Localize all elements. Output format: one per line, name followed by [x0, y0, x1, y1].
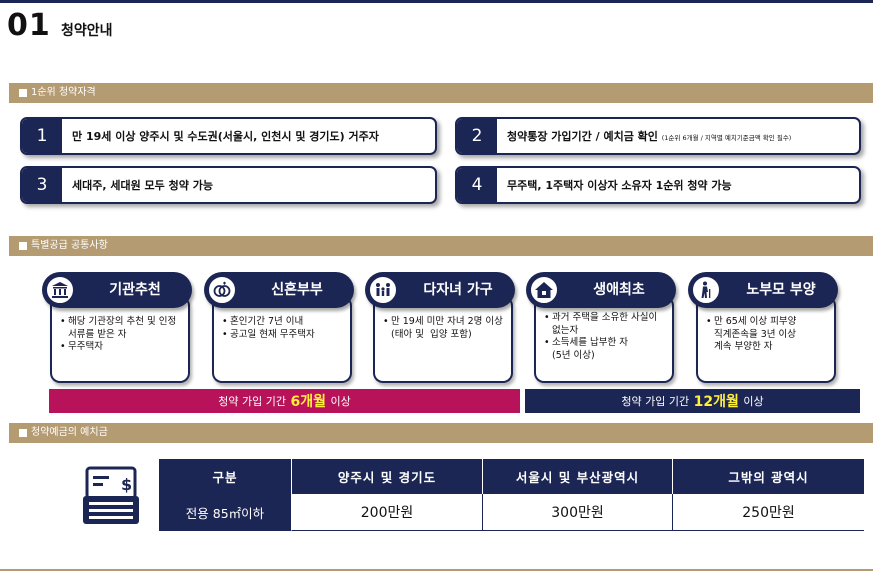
- section-title: 청약예금의 예치금: [31, 427, 108, 438]
- qualification-number: 2: [457, 119, 497, 153]
- table-cell: 전용 85㎡이하: [159, 494, 292, 531]
- special-card-multichild: •만 19세 미만 자녀 2명 이상 (태아 및 입양 포함) 다자녀 가구: [365, 272, 515, 385]
- card-body: •만 19세 미만 자녀 2명 이상 (태아 및 입양 포함): [373, 296, 513, 383]
- table-cell: 250만원: [673, 494, 864, 531]
- table-header-row: 구분 양주시 및 경기도 서울시 및 부산광역시 그밖의 광역시: [159, 459, 864, 494]
- section-bar-deposit: 청약예금의 예치금: [9, 423, 873, 443]
- institution-icon: [44, 274, 76, 306]
- period-band-6-months: 청약 가입 기간 6개월 이상: [49, 389, 520, 413]
- square-bullet-icon: [19, 242, 27, 250]
- qualification-text: 무주택, 1주택자 이상자 소유자 1순위 청약 가능: [507, 179, 732, 192]
- special-card-institution: •해당 기관장의 추천 및 인정 서류를 받은 자 •무주택자 기관추천: [42, 272, 192, 385]
- table-row: 전용 85㎡이하 200만원 300만원 250만원: [159, 494, 864, 531]
- table-header: 양주시 및 경기도: [292, 459, 483, 494]
- qualification-item-3: 3 세대주, 세대원 모두 청약 가능: [20, 166, 437, 204]
- section-number: 01: [7, 8, 51, 43]
- house-icon: [528, 274, 560, 306]
- special-card-newlyweds: •혼인기간 7년 이내 •공고일 현재 무주택자 신혼부부: [204, 272, 354, 385]
- section-bar-first-rank: 1순위 청약자격: [9, 83, 873, 103]
- card-header: 생애최초: [526, 272, 676, 308]
- card-body: •과거 주택을 소유한 사실이 없는자 •소득세를 납부한 자 (5년 이상): [534, 296, 674, 383]
- qualification-item-4: 4 무주택, 1주택자 이상자 소유자 1순위 청약 가능: [455, 166, 861, 204]
- table-header: 서울시 및 부산광역시: [483, 459, 673, 494]
- card-header: 신혼부부: [204, 272, 354, 308]
- bottom-divider: [0, 569, 873, 571]
- family-icon: [367, 274, 399, 306]
- deposit-document-icon: $: [83, 466, 139, 524]
- section-bar-special: 특별공급 공통사항: [9, 236, 873, 256]
- card-title: 다자녀 가구: [423, 282, 493, 298]
- section-title: 특별공급 공통사항: [31, 240, 108, 251]
- card-title: 노부모 부양: [746, 282, 816, 298]
- square-bullet-icon: [19, 429, 27, 437]
- qualification-item-1: 1 만 19세 이상 양주시 및 수도권(서울시, 인천시 및 경기도) 거주자: [20, 117, 437, 155]
- deposit-table: 구분 양주시 및 경기도 서울시 및 부산광역시 그밖의 광역시 전용 85㎡이…: [159, 459, 864, 531]
- rings-icon: [206, 274, 238, 306]
- page-title: 청약안내: [61, 23, 113, 39]
- special-card-elderly-parents: •만 65세 이상 피부양 직계존속을 3년 이상 계속 부양한 자 노부모 부…: [688, 272, 838, 385]
- card-header: 기관추천: [42, 272, 192, 308]
- section-title: 1순위 청약자격: [31, 87, 96, 98]
- table-header: 그밖의 광역시: [673, 459, 864, 494]
- qualification-item-2: 2 청약통장 가입기간 / 예치금 확인 (1순위 6개월 / 지역별 예치기준…: [455, 117, 861, 155]
- qualification-number: 4: [457, 168, 497, 202]
- qualification-note: (1순위 6개월 / 지역별 예치기준금액 확인 필수): [661, 134, 792, 142]
- table-header: 구분: [159, 459, 292, 494]
- period-highlight: 12개월: [693, 394, 739, 410]
- qualification-text: 세대주, 세대원 모두 청약 가능: [72, 179, 213, 192]
- qualification-text: 청약통장 가입기간 / 예치금 확인 (1순위 6개월 / 지역별 예치기준금액…: [507, 130, 792, 143]
- card-body: •혼인기간 7년 이내 •공고일 현재 무주택자: [212, 296, 352, 383]
- card-header: 다자녀 가구: [365, 272, 515, 308]
- elderly-icon: [690, 274, 722, 306]
- top-divider: [0, 0, 873, 3]
- svg-text:$: $: [121, 475, 132, 494]
- card-title: 생애최초: [593, 282, 645, 298]
- period-highlight: 6개월: [290, 394, 326, 410]
- card-title: 신혼부부: [271, 282, 323, 298]
- card-body: •만 65세 이상 피부양 직계존속을 3년 이상 계속 부양한 자: [696, 296, 836, 383]
- table-cell: 300만원: [483, 494, 673, 531]
- period-band-12-months: 청약 가입 기간 12개월 이상: [525, 389, 860, 413]
- special-card-first-home: •과거 주택을 소유한 사실이 없는자 •소득세를 납부한 자 (5년 이상) …: [526, 272, 676, 385]
- qualification-number: 1: [22, 119, 62, 153]
- qualification-number: 3: [22, 168, 62, 202]
- card-title: 기관추천: [109, 282, 161, 298]
- square-bullet-icon: [19, 89, 27, 97]
- card-body: •해당 기관장의 추천 및 인정 서류를 받은 자 •무주택자: [50, 296, 190, 383]
- card-header: 노부모 부양: [688, 272, 838, 308]
- qualification-text: 만 19세 이상 양주시 및 수도권(서울시, 인천시 및 경기도) 거주자: [72, 130, 379, 143]
- table-cell: 200만원: [292, 494, 483, 531]
